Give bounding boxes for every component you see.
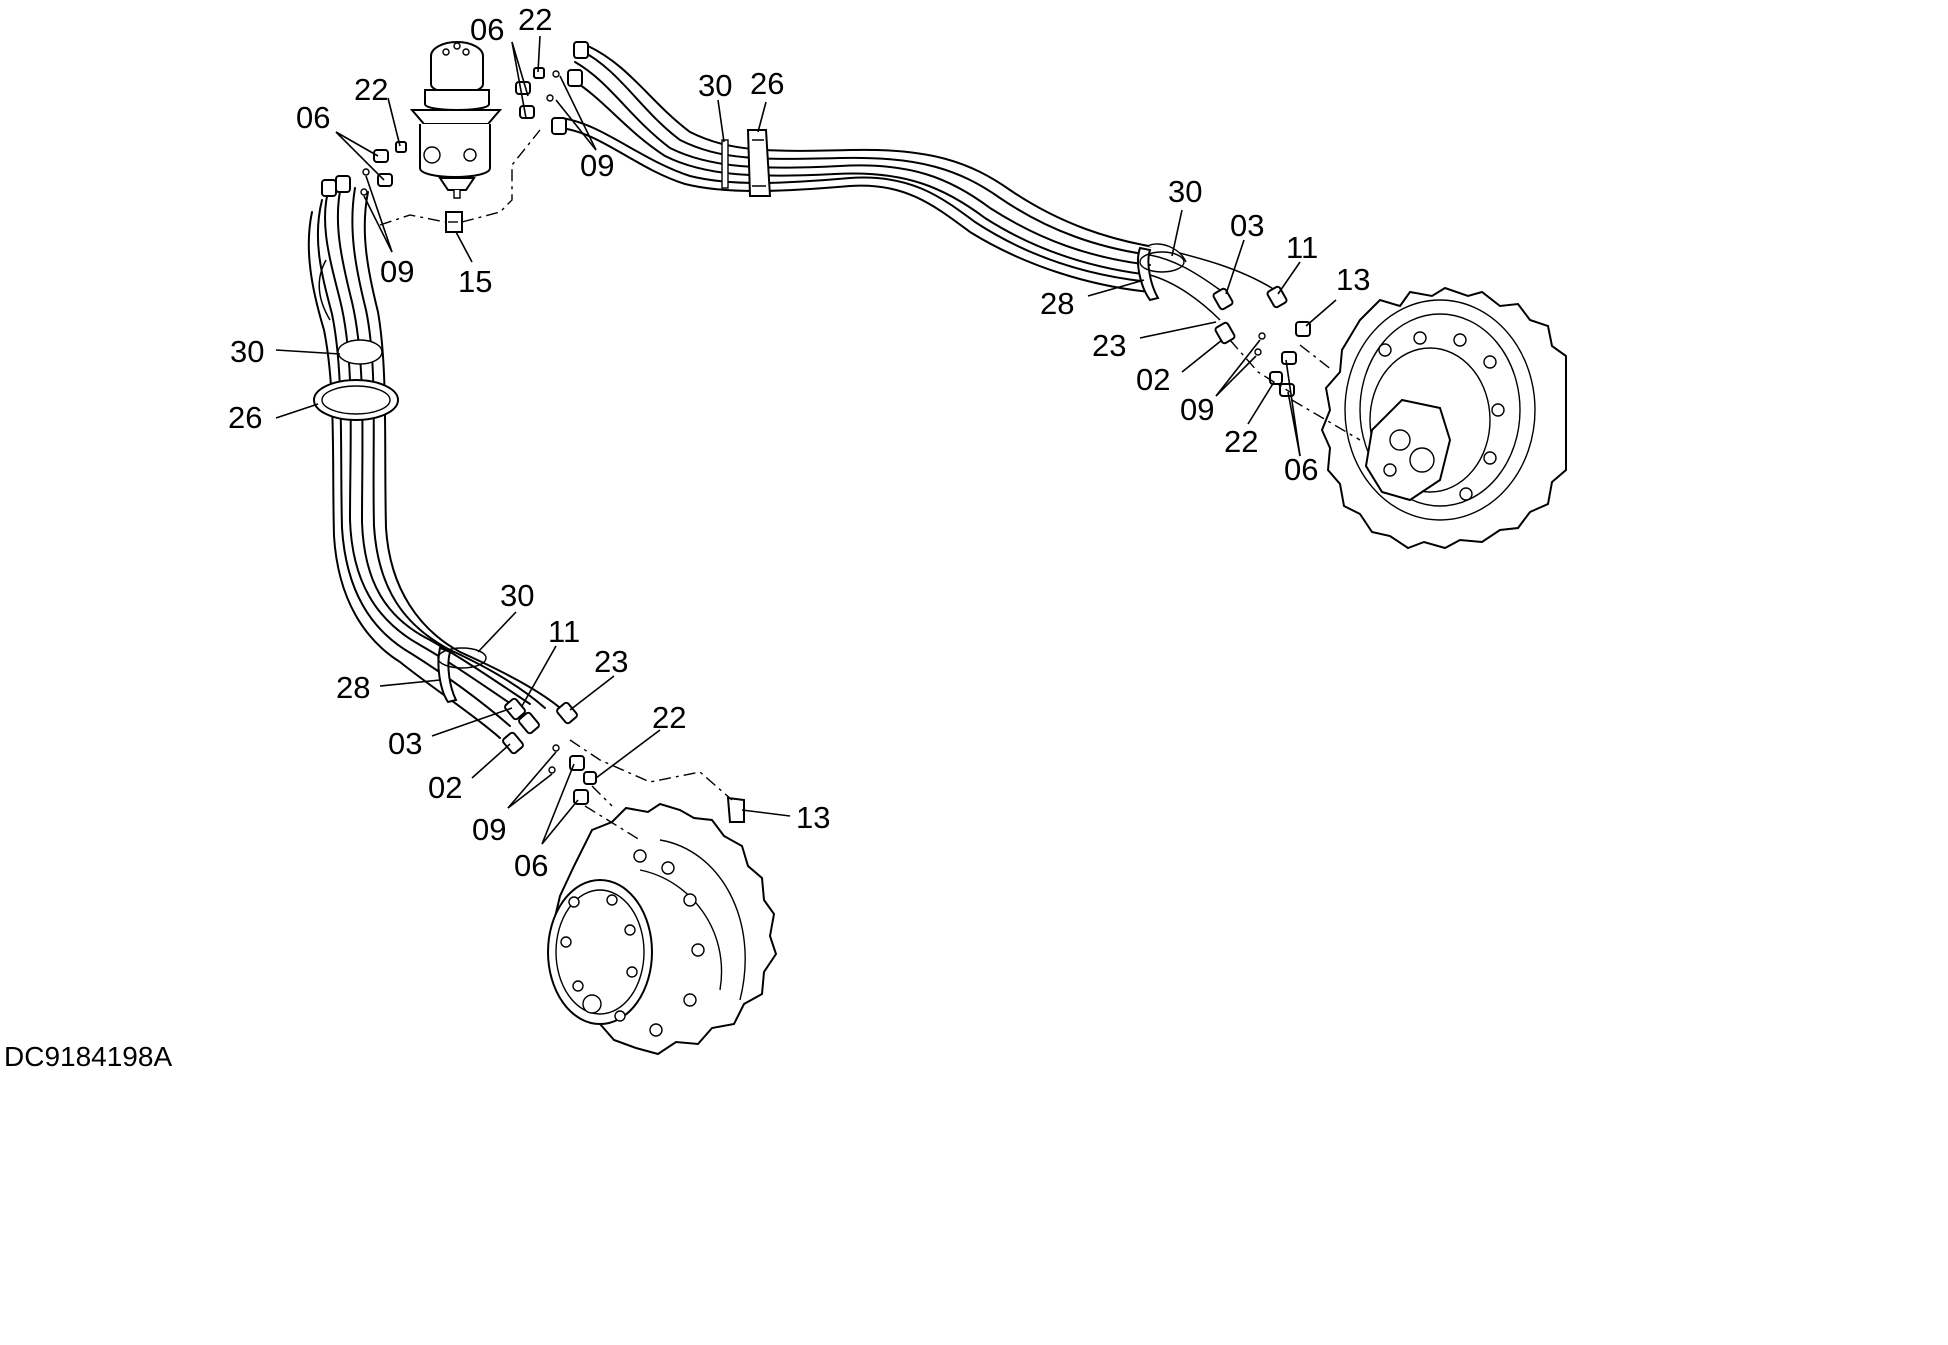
lower-fittings: [502, 697, 745, 823]
upper-hose-bundle: [559, 45, 1276, 321]
hydraulic-travel-piping-diagram: 06 22 22 06 09 09 15 30 26 30 26 30 28 0…: [4, 2, 1567, 1072]
upper-band-30: [721, 139, 729, 189]
callout-right-28: 28: [1040, 286, 1074, 321]
callout-lower-13: 13: [796, 800, 830, 835]
callout-right-13: 13: [1336, 262, 1370, 297]
callout-right-11: 11: [1286, 230, 1318, 265]
lower-centerline: [569, 739, 733, 841]
swivel-joint: [409, 41, 503, 199]
right-fittings: [1212, 285, 1311, 397]
callout-left-30: 30: [230, 334, 264, 369]
callout-swivel-left-22: 22: [354, 72, 388, 107]
callout-right-22: 22: [1224, 424, 1258, 459]
callout-upper-26: 26: [750, 66, 784, 101]
callout-lower-06: 06: [514, 848, 548, 883]
callout-swivel-top-06: 06: [470, 12, 504, 47]
callout-lower-09: 09: [472, 812, 506, 847]
callout-lower-30: 30: [500, 578, 534, 613]
left-hose-bundle: [307, 181, 566, 739]
left-band-30: [337, 339, 383, 365]
upper-clamp-26: [746, 129, 772, 197]
callout-lower-22: 22: [652, 700, 686, 735]
callout-labels: 06 22 22 06 09 09 15 30 26 30 26 30 28 0…: [228, 2, 1370, 883]
callout-lower-28: 28: [336, 670, 370, 705]
lower-travel-motor: [547, 802, 778, 1056]
right-clamp-28: [1137, 243, 1187, 302]
callout-left-26: 26: [228, 400, 262, 435]
lower-clamp-28: [437, 646, 487, 704]
callout-lower-03: 03: [388, 726, 422, 761]
right-centerline: [1229, 339, 1361, 441]
callout-upper-30: 30: [698, 68, 732, 103]
drawing-id: DC9184198A: [4, 1041, 172, 1072]
callout-swivel-top-22: 22: [518, 2, 552, 37]
callout-right-02: 02: [1136, 362, 1170, 397]
callout-swivel-left-06: 06: [296, 100, 330, 135]
swivel-centerline: [379, 129, 541, 226]
left-clamp-26: [313, 379, 399, 421]
callout-right-23: 23: [1092, 328, 1126, 363]
right-travel-motor: [1320, 286, 1567, 550]
callout-swivel-left-09: 09: [380, 254, 414, 289]
callout-swivel-15: 15: [458, 264, 492, 299]
callout-right-06: 06: [1284, 452, 1318, 487]
leader-lines: [275, 35, 1337, 845]
callout-lower-11: 11: [548, 614, 580, 649]
callout-right-03: 03: [1230, 208, 1264, 243]
callout-right-30: 30: [1168, 174, 1202, 209]
callout-right-09: 09: [1180, 392, 1214, 427]
callout-swivel-right-09: 09: [580, 148, 614, 183]
callout-lower-23: 23: [594, 644, 628, 679]
callout-lower-02: 02: [428, 770, 462, 805]
